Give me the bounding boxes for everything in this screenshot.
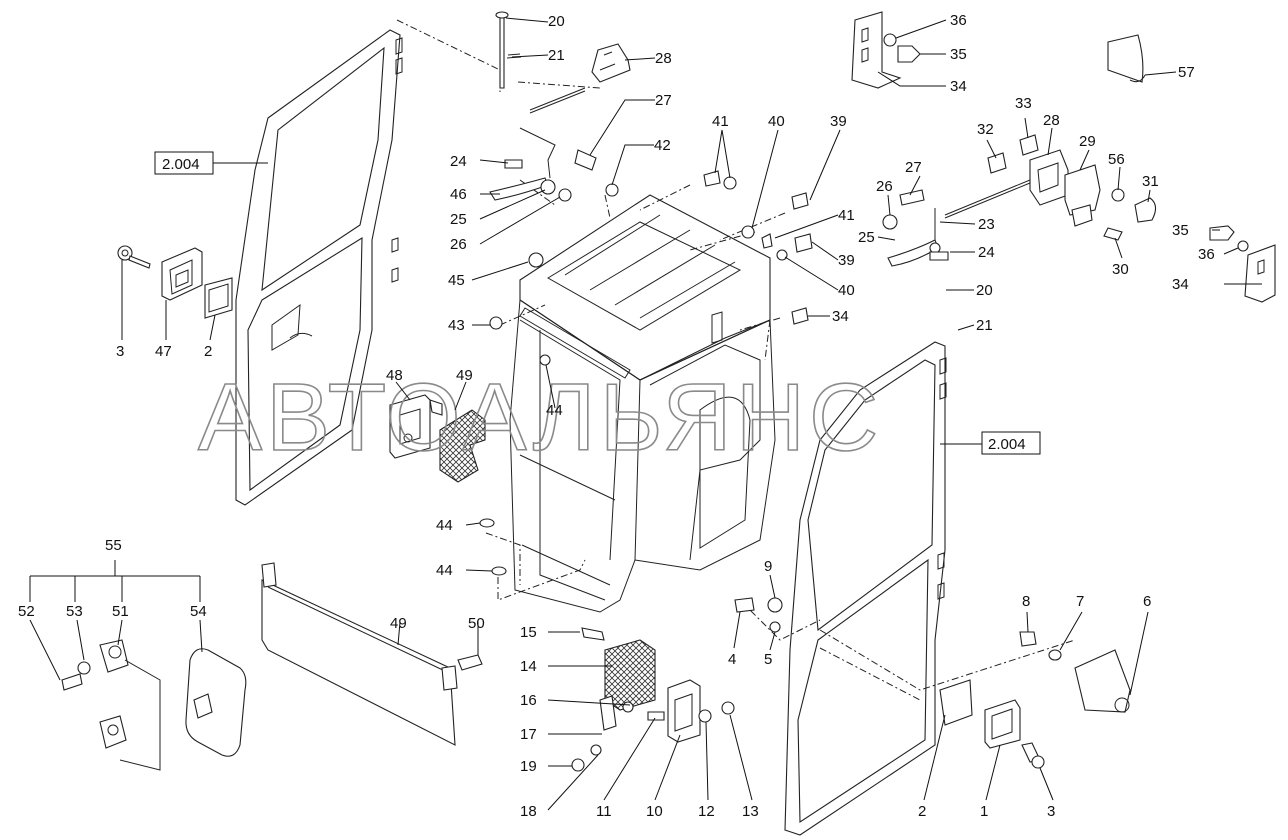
callout-12: 12	[698, 803, 715, 820]
callout-26: 26	[450, 236, 467, 253]
callout-36b: 35	[1172, 222, 1189, 239]
callout-43b: 44	[436, 517, 453, 534]
callout-20b: 20	[976, 282, 993, 299]
callout-40: 41	[712, 113, 729, 130]
parts-1-2-6-7-8	[939, 631, 1131, 769]
callout-40b: 41	[838, 207, 855, 224]
callout-52: 52	[18, 603, 35, 620]
bracket-35-top	[851, 11, 921, 89]
callout-23: 23	[978, 216, 995, 233]
callout-11: 11	[596, 803, 612, 820]
callout-49: 49	[390, 615, 407, 632]
callout-36: 35	[950, 46, 967, 63]
watermark-text: АВТОАЛЬЯНС	[198, 364, 882, 471]
cab-fasteners	[479, 170, 813, 576]
part-57	[1107, 34, 1146, 83]
callout-47: 48	[386, 367, 403, 384]
part-46-handle	[117, 245, 233, 319]
callout-33: 33	[1015, 95, 1032, 112]
callout-leaders	[29, 17, 1262, 811]
mirror-assembly	[61, 639, 247, 771]
callout-35b: 34	[1172, 276, 1189, 293]
cab-frame	[509, 194, 776, 613]
callout-14: 14	[520, 658, 537, 675]
callout-28b: 28	[1043, 112, 1060, 129]
callout-54: 54	[190, 603, 207, 620]
callout-39: 40	[768, 113, 785, 130]
right-door	[784, 341, 947, 836]
callout-29: 29	[1079, 133, 1096, 150]
callout-37: 36	[950, 12, 967, 29]
callout-7: 7	[1076, 593, 1084, 610]
callout-41: 42	[654, 137, 671, 154]
callout-48: 49	[456, 367, 473, 384]
callout-21: 21	[548, 47, 565, 64]
reference-label-text: 2.004	[162, 156, 200, 173]
callout-6: 6	[1143, 593, 1151, 610]
callout-43c: 44	[436, 562, 453, 579]
callout-3: 3	[116, 343, 124, 360]
callout-31: 31	[1142, 173, 1159, 190]
callout-37b: 36	[1198, 246, 1215, 263]
callout-4: 4	[728, 651, 736, 668]
callout-numbers: 20 21 28 27 24 46 25 26 42 41 40 39 41 3…	[18, 12, 1215, 820]
callout-13: 13	[742, 803, 759, 820]
callout-21b: 21	[976, 317, 993, 334]
reference-label-right: 2.004	[940, 431, 1041, 455]
callout-9: 9	[764, 558, 772, 575]
callout-16: 16	[520, 692, 537, 709]
callout-30: 30	[1112, 261, 1129, 278]
callout-25: 25	[450, 211, 467, 228]
callout-46: 47	[155, 343, 172, 360]
callout-27: 27	[655, 92, 672, 109]
callout-51: 51	[112, 603, 129, 620]
left-door	[235, 29, 403, 506]
reference-label-text: 2.004	[988, 436, 1026, 453]
callout-32: 32	[977, 121, 994, 138]
callout-18: 18	[520, 803, 537, 820]
parts-14-10-lock	[571, 627, 735, 772]
callout-8: 8	[1022, 593, 1030, 610]
callout-42: 43	[448, 317, 465, 334]
callout-56: 56	[1108, 151, 1125, 168]
right-latch-assembly	[882, 134, 1157, 267]
callout-44: 45	[448, 272, 465, 289]
callout-1: 1	[980, 803, 988, 820]
callout-20: 20	[548, 13, 565, 30]
callout-25b: 25	[858, 229, 875, 246]
callout-17: 17	[520, 726, 537, 743]
callout-39b: 40	[838, 282, 855, 299]
callout-5: 5	[764, 651, 772, 668]
callout-26b: 26	[876, 178, 893, 195]
callout-27b: 27	[905, 159, 922, 176]
callout-55: 55	[105, 537, 122, 554]
callout-38b: 39	[838, 252, 855, 269]
callout-2b: 2	[918, 803, 926, 820]
callout-19: 19	[520, 758, 537, 775]
assembly-lines	[396, 19, 1076, 701]
callout-45: 46	[450, 186, 467, 203]
part-49-sunvisor	[261, 562, 483, 746]
callout-35: 34	[950, 78, 967, 95]
callout-53: 53	[66, 603, 83, 620]
parts-47-48	[389, 394, 486, 483]
callout-43: 44	[546, 402, 563, 419]
callout-10: 10	[646, 803, 663, 820]
callout-28: 28	[655, 50, 672, 67]
callout-15: 15	[520, 624, 537, 641]
callout-2: 2	[204, 343, 212, 360]
callout-50: 50	[468, 615, 485, 632]
parts-4-5-9	[734, 597, 783, 633]
callout-38: 39	[830, 113, 847, 130]
callout-3b: 3	[1047, 803, 1055, 820]
callout-24: 24	[450, 153, 467, 170]
callout-34: 34	[832, 308, 849, 325]
reference-label-left: 2.004	[154, 151, 268, 175]
bracket-35-right	[1209, 225, 1276, 303]
callout-57: 57	[1178, 64, 1195, 81]
callout-24b: 24	[978, 244, 995, 261]
latch-rod-top	[489, 11, 631, 202]
